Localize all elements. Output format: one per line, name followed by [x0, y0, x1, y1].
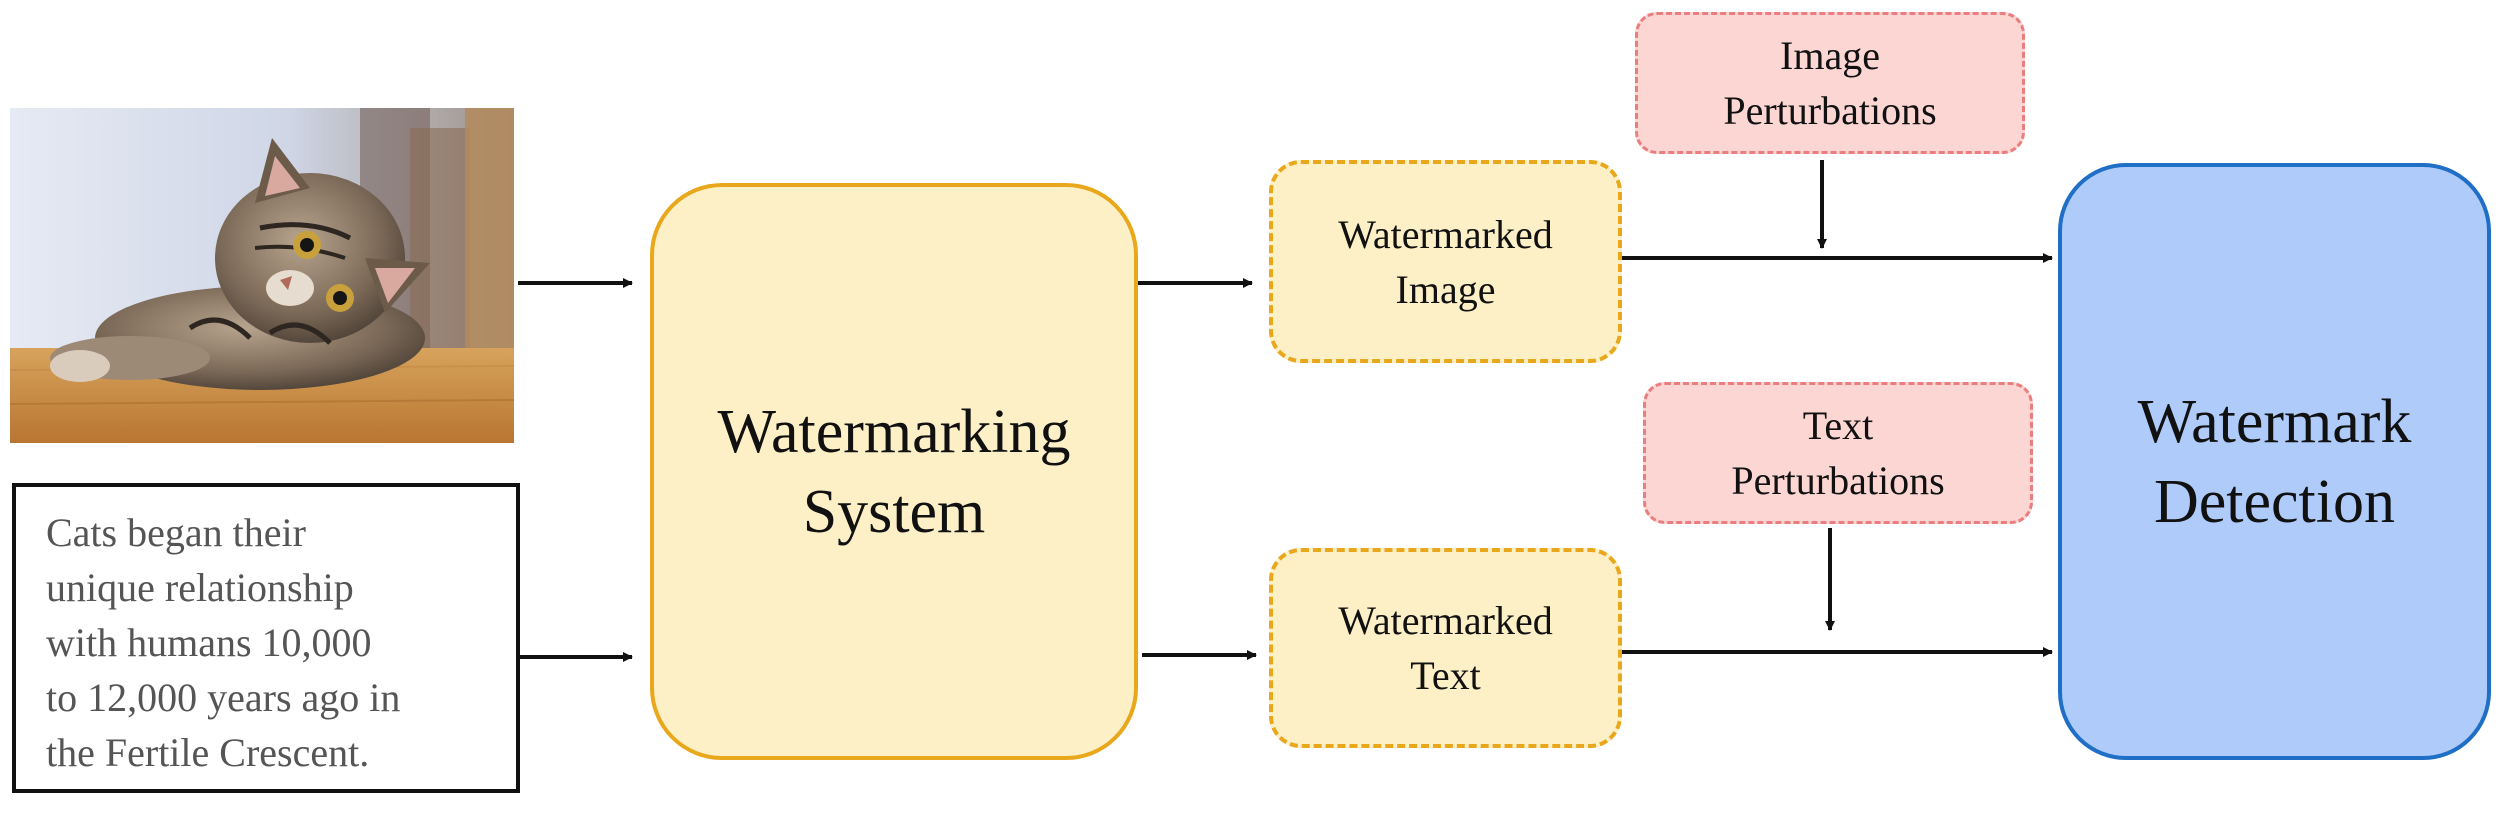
- text-perturbations-label: Text Perturbations: [1731, 403, 1945, 503]
- text-input-passage: Cats began their unique relationship wit…: [12, 483, 520, 793]
- watermarking-system-box: Watermarking System: [650, 183, 1138, 760]
- watermarking-system-label: Watermarking System: [717, 397, 1071, 546]
- watermarked-image-label: Watermarked Image: [1338, 211, 1553, 312]
- text-perturbations-box: Text Perturbations: [1643, 382, 2033, 524]
- watermarked-image-box: Watermarked Image: [1269, 160, 1622, 363]
- watermarked-text-box: Watermarked Text: [1269, 548, 1622, 748]
- image-perturbations-box: Image Perturbations: [1635, 12, 2025, 154]
- watermark-detection-box: Watermark Detection: [2058, 163, 2491, 760]
- watermarked-text-label: Watermarked Text: [1338, 598, 1553, 698]
- watermark-detection-label: Watermark Detection: [2137, 387, 2412, 536]
- cat-photo: [10, 108, 514, 443]
- image-perturbations-label: Image Perturbations: [1723, 33, 1937, 133]
